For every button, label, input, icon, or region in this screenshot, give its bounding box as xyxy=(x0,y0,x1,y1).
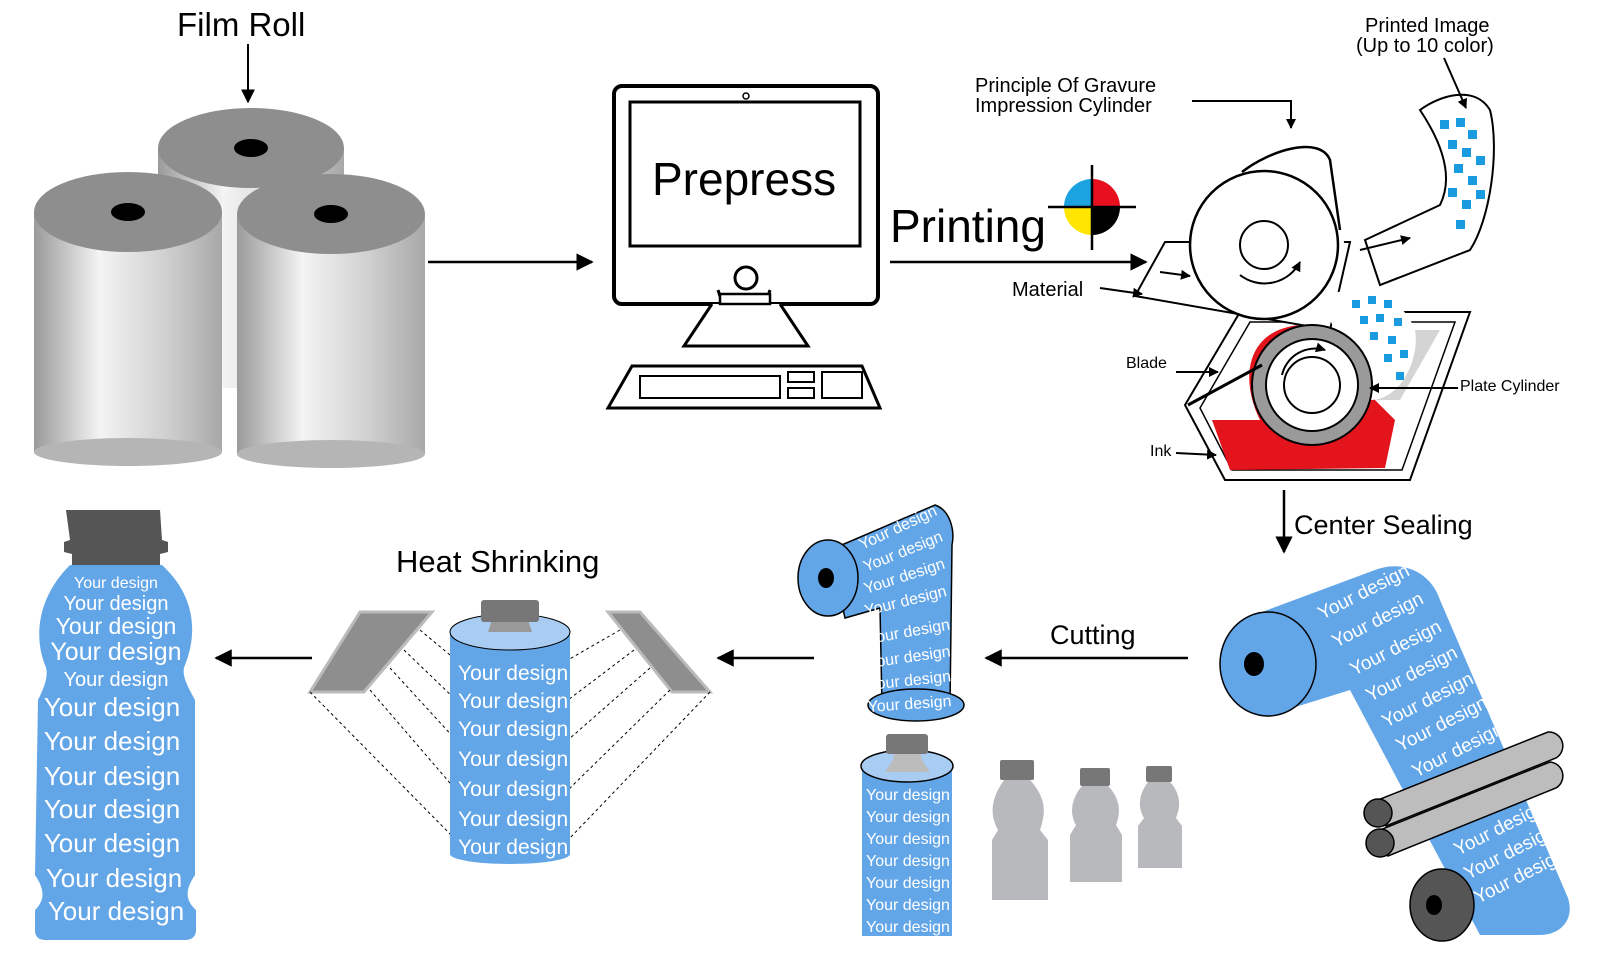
bottle-text: Your design xyxy=(44,726,180,756)
bottle-text: Your design xyxy=(44,794,180,824)
film-roll-left xyxy=(34,172,222,466)
sleeve-text: Your design xyxy=(867,693,952,716)
bottle-text: Your design xyxy=(64,593,169,615)
sleeve-text: Your design xyxy=(458,662,568,685)
gravure-press-illustration xyxy=(1099,57,1495,481)
bottle-text: Your design xyxy=(64,669,169,691)
sleeve-text: Your design xyxy=(458,778,568,801)
heat-shrinking-illustration: Your design Your design Your design Your… xyxy=(307,600,714,864)
printing-label: Printing xyxy=(890,200,1046,252)
sleeve-text: Your design xyxy=(458,808,568,831)
bottle-text: Your design xyxy=(46,863,182,893)
cmyk-registration-icon xyxy=(1048,165,1136,250)
blade-label: Blade xyxy=(1126,355,1167,372)
sleeve-text: Your design xyxy=(866,919,950,936)
cutting-label: Cutting xyxy=(1050,620,1136,650)
center-sealing-illustration: Your design Your design Your design Your… xyxy=(1219,560,1570,942)
material-label: Material xyxy=(1012,279,1084,301)
bottle-text: Your design xyxy=(56,613,177,639)
bottle-text: Your design xyxy=(44,828,180,858)
film-roll-illustration xyxy=(34,44,425,468)
sleeve-text: Your design xyxy=(866,831,950,848)
unlabeled-bottles xyxy=(992,760,1182,900)
final-labeled-bottle: Your design Your design Your design Your… xyxy=(35,510,196,940)
sleeve-text: Your design xyxy=(458,690,568,713)
bottle-text: Your design xyxy=(44,761,180,791)
bottle-text: Your design xyxy=(48,896,184,926)
computer-illustration xyxy=(605,84,883,410)
sleeve-text: Your design xyxy=(866,853,950,870)
sleeve-text: Your design xyxy=(866,897,950,914)
sleeve-text: Your design xyxy=(458,836,568,859)
sleeve-text: Your design xyxy=(866,809,950,826)
cutting-illustration: Your design Your design Your design Your… xyxy=(797,503,1182,936)
sleeve-text: Your design xyxy=(458,748,568,771)
film-roll-label: Film Roll xyxy=(177,6,306,43)
plate-cylinder-label: Plate Cylinder xyxy=(1460,378,1560,395)
sleeve-text: Your design xyxy=(866,787,950,804)
bottle-text: Your design xyxy=(50,638,181,666)
sleeve-text: Your design xyxy=(866,875,950,892)
sleeve-text: Your design xyxy=(458,718,568,741)
film-roll-right xyxy=(237,174,425,468)
impression-cylinder-label-line2: Impression Cylinder xyxy=(975,95,1152,117)
impression-cylinder-label-line1: Principle Of Gravure xyxy=(975,75,1157,97)
printed-image-label-line2: (Up to 10 color) xyxy=(1356,35,1494,57)
prepress-label: Prepress xyxy=(652,153,837,205)
bottle-text: Your design xyxy=(74,575,158,592)
center-sealing-label: Center Sealing xyxy=(1294,510,1473,540)
bottle-text: Your design xyxy=(44,692,180,722)
heat-shrinking-label: Heat Shrinking xyxy=(396,544,600,579)
printed-image-label-line1: Printed Image xyxy=(1365,15,1490,37)
ink-label: Ink xyxy=(1150,443,1172,460)
